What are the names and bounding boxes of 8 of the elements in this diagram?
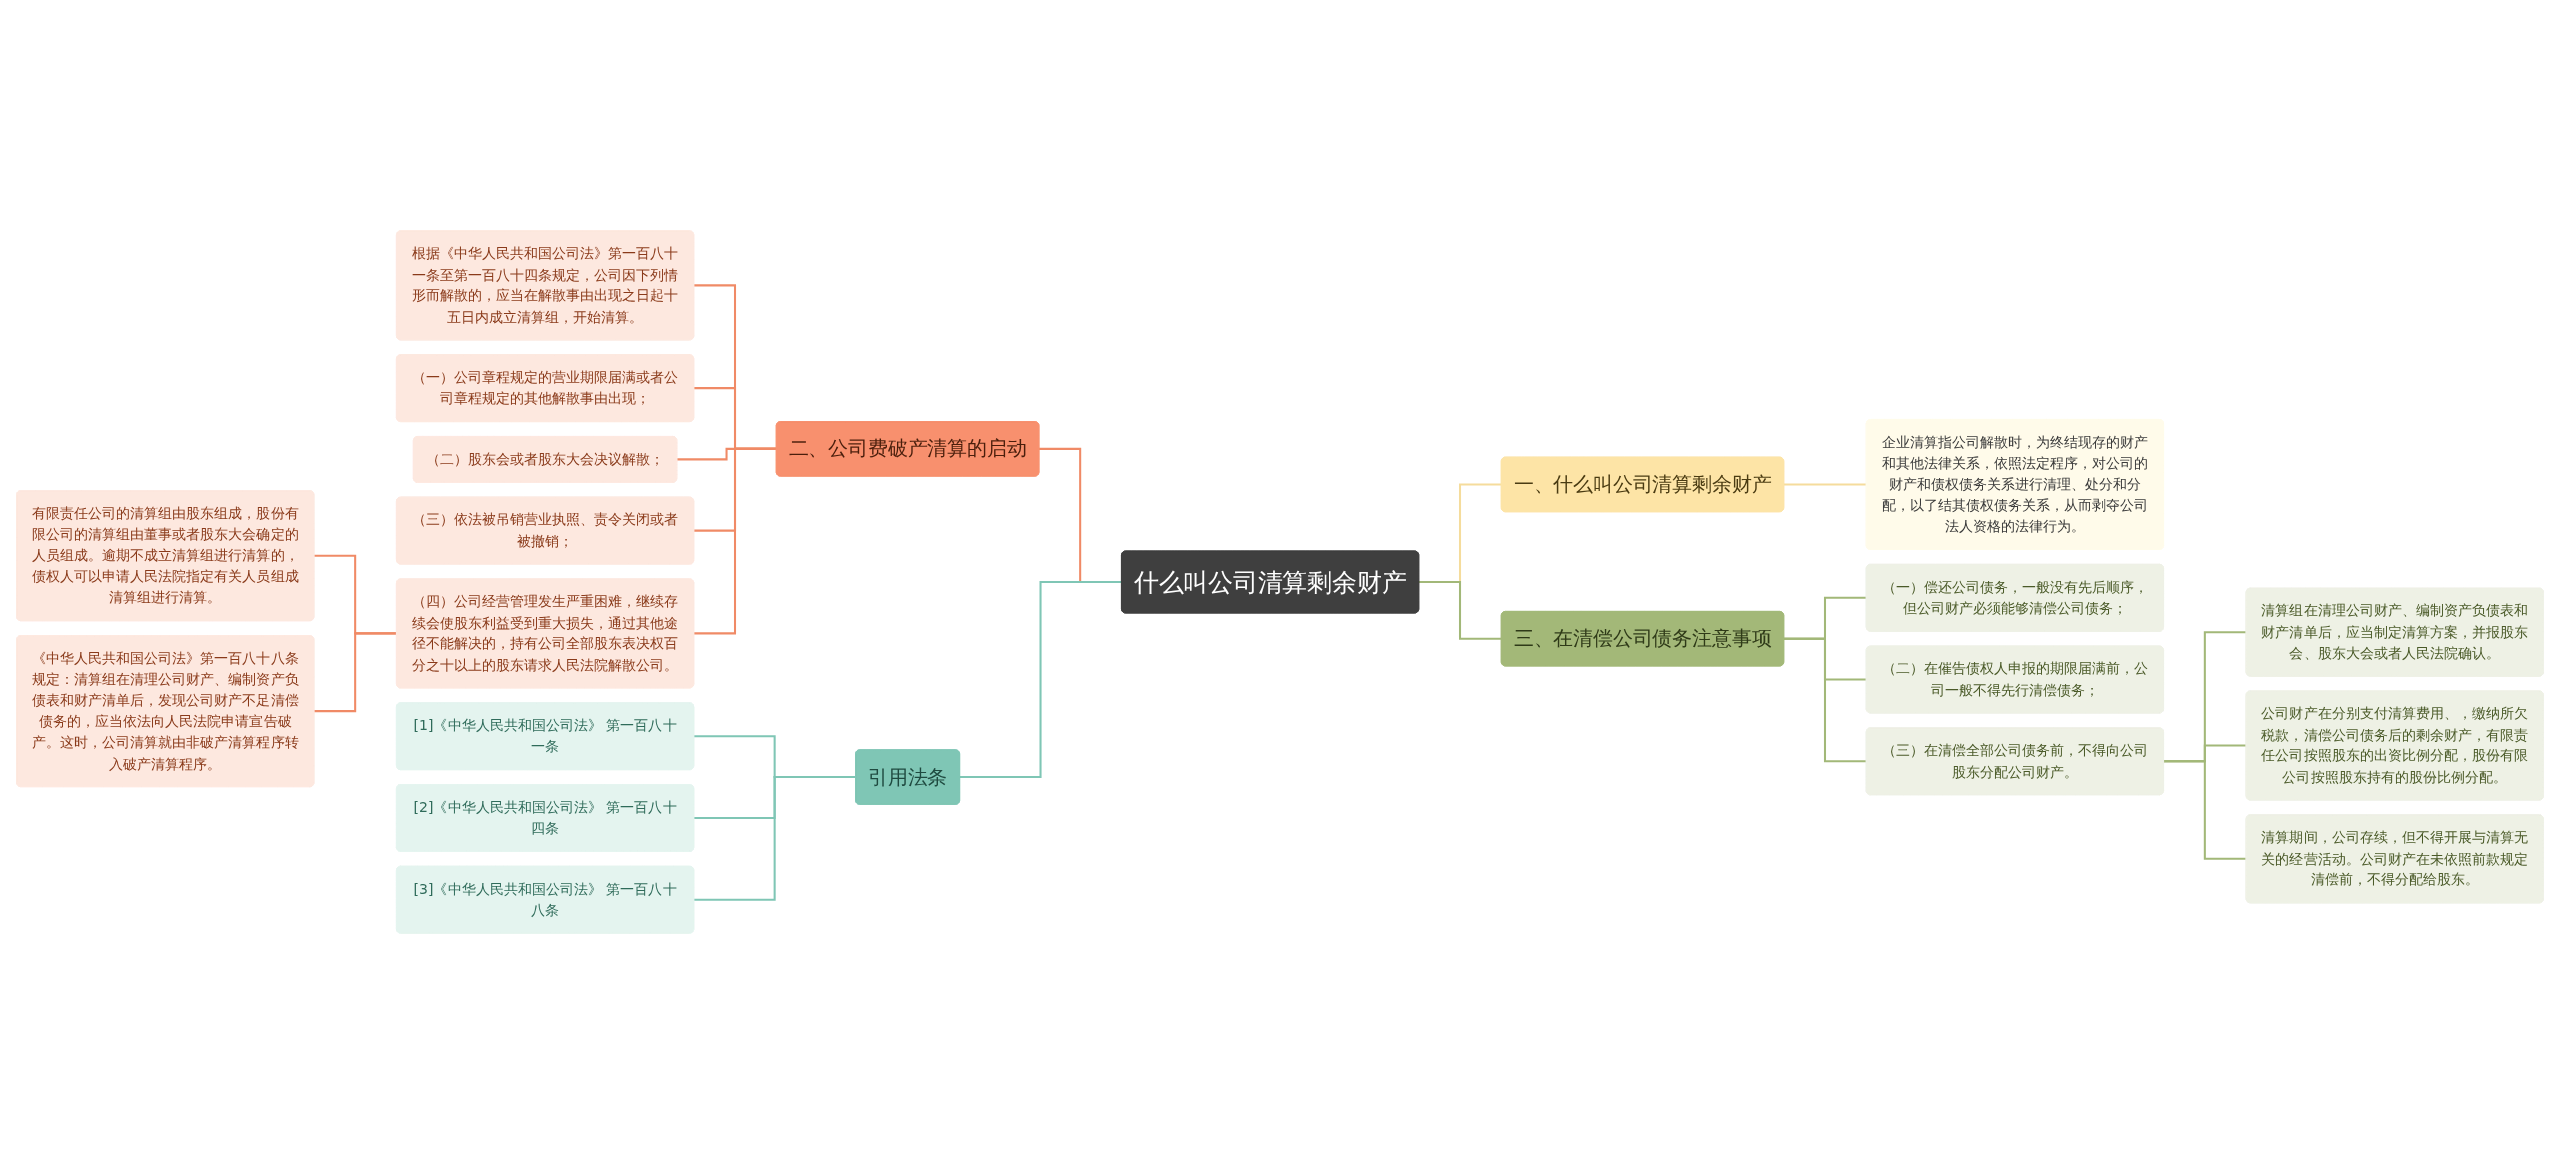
connector [313,632,397,713]
connector [1783,637,1867,763]
connector [693,776,856,901]
connector [693,447,777,635]
connector [1418,580,1502,640]
connector [959,580,1122,779]
connector [1783,483,1867,486]
connector [2163,760,2247,860]
